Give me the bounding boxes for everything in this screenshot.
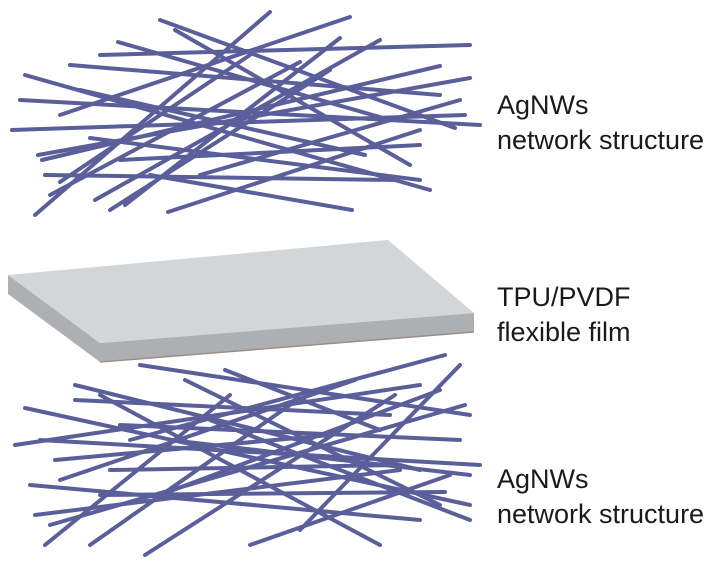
flexible-film: [8, 240, 475, 363]
top-nanowire: [148, 173, 354, 212]
bottom-nanowire: [53, 433, 332, 462]
bottom-layer-label-line2: network structure: [497, 499, 705, 529]
film-top: [8, 240, 474, 343]
film-layer-label-line2: flexible film: [497, 317, 631, 347]
film-front: [100, 313, 474, 362]
film-layer-label-line1: TPU/PVDF: [497, 282, 631, 312]
top-layer-label: AgNWs network structure: [497, 88, 704, 158]
bottom-nanowire: [98, 490, 447, 497]
bottom-nanowire: [248, 473, 452, 547]
film-bottom-edge: [99, 331, 475, 363]
film-layer-label: TPU/PVDF flexible film: [497, 280, 631, 350]
top-nanowire: [43, 173, 397, 182]
bottom-nanowire: [223, 368, 382, 432]
top-nanowire: [88, 136, 422, 182]
bottom-nanowire: [208, 418, 472, 522]
film-side: [8, 275, 100, 362]
top-layer-label-line2: network structure: [497, 125, 705, 155]
bottom-nanowire-network: [13, 353, 482, 557]
bottom-nanowire: [158, 388, 442, 497]
top-nanowire: [58, 53, 252, 184]
bottom-nanowire: [298, 363, 462, 532]
bottom-nanowire: [88, 403, 292, 547]
top-nanowire: [173, 28, 412, 167]
top-nanowire-network: [10, 10, 482, 217]
bottom-nanowire: [33, 468, 402, 517]
bottom-nanowire: [73, 383, 422, 472]
top-nanowire: [198, 98, 462, 177]
bottom-nanowire: [138, 363, 472, 417]
top-nanowire: [158, 18, 457, 130]
top-nanowire: [166, 128, 422, 214]
top-nanowire: [10, 113, 467, 132]
top-layer-label-line1: AgNWs: [497, 90, 589, 120]
bottom-nanowire: [108, 463, 402, 472]
bottom-nanowire: [23, 406, 472, 507]
bottom-layer-label: AgNWs network structure: [497, 462, 704, 532]
top-nanowire: [68, 63, 442, 97]
bottom-nanowire: [183, 378, 442, 507]
bottom-nanowire: [168, 438, 472, 477]
bottom-layer-label-line1: AgNWs: [497, 464, 589, 494]
top-nanowire: [123, 36, 342, 207]
